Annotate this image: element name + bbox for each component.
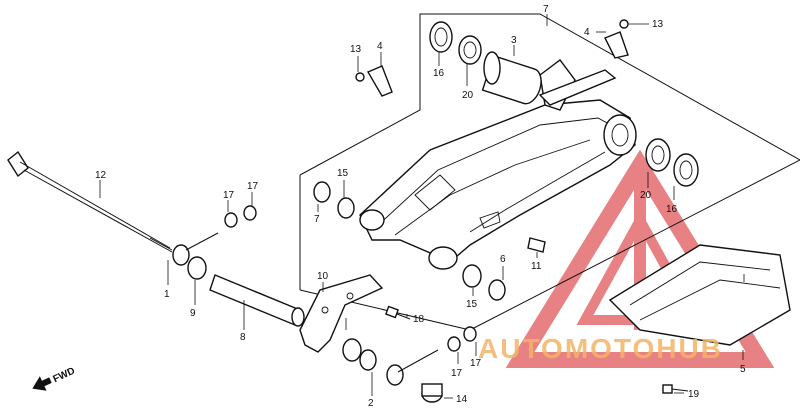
part-4-clip-left	[355, 65, 393, 97]
callout-15-right: 15	[466, 299, 478, 310]
callout-19: 19	[688, 389, 700, 400]
callout-3: 3	[511, 35, 517, 46]
part-7-seal-left	[313, 181, 331, 203]
callout-9: 9	[190, 308, 196, 319]
callout-5: 5	[740, 364, 746, 375]
bearing-20-right	[645, 138, 671, 172]
part-5-chain-case	[608, 244, 791, 346]
part-10-chain-guide	[299, 274, 384, 353]
part-19-screw	[662, 384, 689, 394]
callout-17-b: 17	[247, 181, 259, 192]
part-8-sleeve	[209, 274, 305, 327]
part-2-collar	[342, 338, 439, 386]
fwd-label: FWD	[51, 366, 76, 386]
callout-18: 18	[413, 314, 425, 325]
callout-12: 12	[95, 170, 107, 181]
part-9-washer	[187, 256, 207, 280]
part-17-washer-a	[224, 212, 238, 228]
bearing-16-top	[429, 21, 453, 53]
callout-13-left: 13	[350, 44, 362, 55]
callout-20-top: 20	[462, 90, 474, 101]
callout-4-right: 4	[584, 27, 590, 38]
part-17-washer-b	[243, 205, 257, 221]
part-1-washer	[172, 232, 219, 266]
bearing-16-right	[673, 153, 699, 187]
callout-8: 8	[240, 332, 246, 343]
leader-lines	[99, 14, 745, 399]
callout-17-c: 17	[451, 368, 463, 379]
fwd-arrow-icon	[32, 376, 52, 391]
part-14-nut	[421, 383, 443, 403]
callout-6: 7	[543, 4, 549, 15]
part-15-bushing-left	[337, 197, 355, 219]
part-17-washer-d	[463, 326, 477, 342]
watermark-text: AUTOMOTOHUB	[478, 333, 723, 364]
callout-17-a: 17	[223, 190, 235, 201]
part-17-washer-c	[447, 336, 461, 352]
callout-11: 11	[531, 261, 542, 272]
watermark-brand: AUTOMOTOHUB	[478, 333, 723, 364]
part-12-pivot-bolt	[7, 150, 173, 253]
bearing-20-top	[458, 35, 482, 65]
callout-14: 14	[456, 394, 468, 405]
callout-15-left: 15	[337, 168, 349, 179]
callout-13-right: 13	[652, 19, 664, 30]
callout-16-right: 16	[666, 204, 678, 215]
callout-7-right: 6	[500, 254, 506, 265]
part-18-bolt	[385, 305, 411, 320]
callout-4-left: 4	[377, 41, 383, 52]
part-15-bushing-right	[462, 264, 482, 288]
part-3-sleeve	[481, 51, 542, 105]
callout-1: 1	[164, 289, 170, 300]
callout-7-left: 7	[314, 214, 320, 225]
swing-arm	[359, 59, 637, 270]
callout-labels: 7 3 4 13 13 4 16 20 20 16 12 1 9 8 10 7 …	[95, 4, 746, 409]
callout-17-d: 17	[470, 358, 482, 369]
callout-10: 10	[317, 271, 329, 282]
fwd-indicator: FWD	[32, 366, 77, 391]
callout-2: 2	[368, 398, 374, 409]
callout-16-top: 16	[433, 68, 445, 79]
part-11-spacer	[527, 237, 546, 253]
part-7-seal-right	[488, 279, 506, 301]
callout-20-right: 20	[640, 190, 652, 201]
